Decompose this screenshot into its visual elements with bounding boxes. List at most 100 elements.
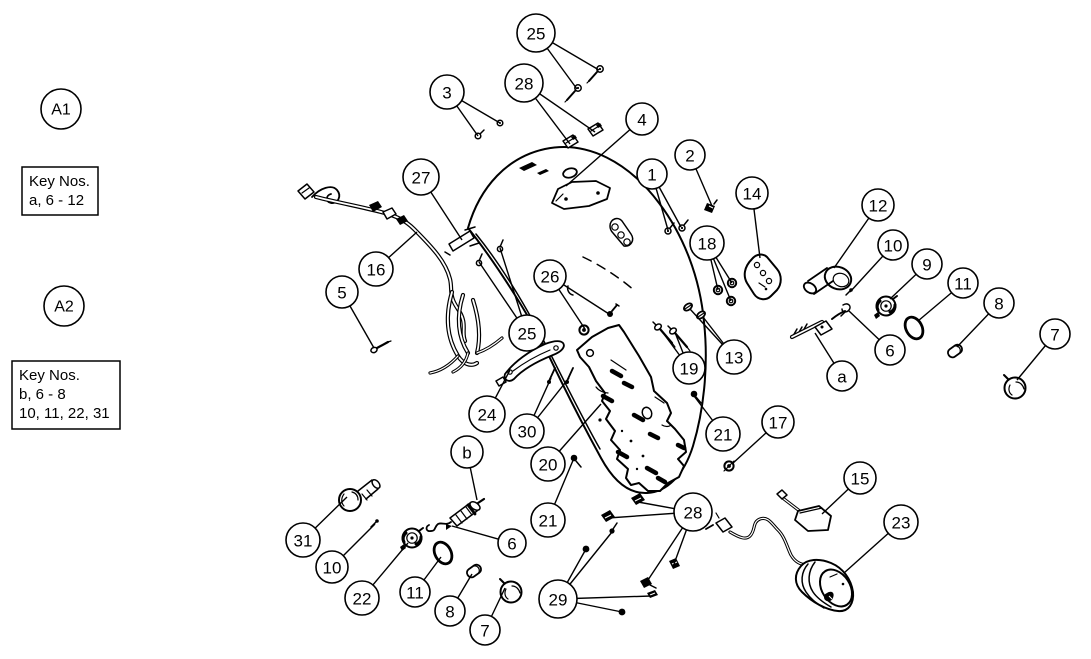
callout-circle[interactable] <box>826 360 858 392</box>
callout-1[interactable]: 1 <box>636 158 668 190</box>
callout-28[interactable]: 28 <box>673 492 713 532</box>
callout-number: 5 <box>337 284 346 303</box>
callout-14[interactable]: 14 <box>735 176 769 210</box>
callout-circle[interactable] <box>625 102 659 136</box>
callout-11[interactable]: 11 <box>399 576 431 608</box>
callout-circle[interactable] <box>674 139 706 171</box>
callout-number: 30 <box>518 423 537 442</box>
callout-10[interactable]: 10 <box>877 229 909 261</box>
callout-circle[interactable] <box>689 225 725 261</box>
callout-circle[interactable] <box>911 248 943 280</box>
callout-26[interactable]: 26 <box>533 259 567 293</box>
ref-label-circle[interactable] <box>43 285 85 327</box>
callout-circle[interactable] <box>509 413 545 449</box>
callout-a[interactable]: a <box>826 360 858 392</box>
callout-9[interactable]: 9 <box>911 248 943 280</box>
callout-24[interactable]: 24 <box>468 395 506 433</box>
callout-number: 16 <box>367 261 386 280</box>
callout-circle[interactable] <box>843 461 877 495</box>
callout-circle[interactable] <box>947 267 979 299</box>
callout-25[interactable]: 25 <box>508 314 546 352</box>
callout-22[interactable]: 22 <box>344 580 380 616</box>
callout-circle[interactable] <box>508 314 546 352</box>
callout-circle[interactable] <box>358 251 394 287</box>
callout-circle[interactable] <box>533 259 567 293</box>
callout-17[interactable]: 17 <box>761 405 795 439</box>
callout-7[interactable]: 7 <box>1039 318 1071 350</box>
callout-6[interactable]: 6 <box>874 334 906 366</box>
callout-16[interactable]: 16 <box>358 251 394 287</box>
callout-circle[interactable] <box>325 275 359 309</box>
callout-circle[interactable] <box>402 158 440 196</box>
callout-21[interactable]: 21 <box>530 502 566 538</box>
callout-20[interactable]: 20 <box>530 446 566 482</box>
callout-circle[interactable] <box>469 614 501 646</box>
callout-31[interactable]: 31 <box>285 522 321 558</box>
callout-circle[interactable] <box>672 351 706 385</box>
callout-circle[interactable] <box>883 504 919 540</box>
callout-circle[interactable] <box>399 576 431 608</box>
callout-circle[interactable] <box>874 334 906 366</box>
callout-circle[interactable] <box>450 435 484 469</box>
callout-number: 28 <box>684 504 703 523</box>
callout-number: 22 <box>353 590 372 609</box>
callout-circle[interactable] <box>285 522 321 558</box>
callout-25[interactable]: 25 <box>516 13 556 53</box>
ref-label-A2[interactable]: A2 <box>43 285 85 327</box>
callout-5[interactable]: 5 <box>325 275 359 309</box>
callout-number: 1 <box>647 166 656 185</box>
callout-11[interactable]: 11 <box>947 267 979 299</box>
callout-circle[interactable] <box>530 446 566 482</box>
callout-29[interactable]: 29 <box>538 579 578 619</box>
callout-10[interactable]: 10 <box>315 550 349 584</box>
callout-circle[interactable] <box>673 492 713 532</box>
callout-circle[interactable] <box>861 188 895 222</box>
callout-30[interactable]: 30 <box>509 413 545 449</box>
inner-fender-bracket <box>576 324 687 492</box>
callout-2[interactable]: 2 <box>674 139 706 171</box>
callout-19[interactable]: 19 <box>672 351 706 385</box>
callout-circle[interactable] <box>429 74 465 110</box>
callout-circle[interactable] <box>468 395 506 433</box>
callout-b[interactable]: b <box>450 435 484 469</box>
callout-circle[interactable] <box>877 229 909 261</box>
callout-number: 25 <box>518 325 537 344</box>
callout-circle[interactable] <box>538 579 578 619</box>
callout-circle[interactable] <box>315 550 349 584</box>
callout-circle[interactable] <box>716 339 752 375</box>
ref-label-A1[interactable]: A1 <box>40 88 82 130</box>
callout-21[interactable]: 21 <box>705 416 741 452</box>
callout-circle[interactable] <box>636 158 668 190</box>
callout-circle[interactable] <box>530 502 566 538</box>
callout-27[interactable]: 27 <box>402 158 440 196</box>
callout-circle[interactable] <box>504 63 544 103</box>
callout-15[interactable]: 15 <box>843 461 877 495</box>
callout-13[interactable]: 13 <box>716 339 752 375</box>
callout-number: 4 <box>637 111 646 130</box>
callout-7[interactable]: 7 <box>469 614 501 646</box>
callout-4[interactable]: 4 <box>625 102 659 136</box>
callout-circle[interactable] <box>434 595 466 627</box>
callout-28[interactable]: 28 <box>504 63 544 103</box>
callout-circle[interactable] <box>1039 318 1071 350</box>
callout-3[interactable]: 3 <box>429 74 465 110</box>
fender-hole <box>562 167 578 179</box>
callout-circle[interactable] <box>735 176 769 210</box>
bulb-7-right <box>1003 374 1027 400</box>
callout-circle[interactable] <box>761 405 795 439</box>
callout-circle[interactable] <box>705 416 741 452</box>
callout-circle[interactable] <box>497 528 527 558</box>
callout-8[interactable]: 8 <box>434 595 466 627</box>
callout-number: a <box>837 368 847 387</box>
callout-number: 8 <box>445 603 454 622</box>
callout-18[interactable]: 18 <box>689 225 725 261</box>
callout-circle[interactable] <box>344 580 380 616</box>
ref-label-circle[interactable] <box>40 88 82 130</box>
callout-23[interactable]: 23 <box>883 504 919 540</box>
callout-8[interactable]: 8 <box>983 287 1015 319</box>
callout-6[interactable]: 6 <box>497 528 527 558</box>
callout-circle[interactable] <box>516 13 556 53</box>
callout-number: b <box>462 444 471 463</box>
callout-12[interactable]: 12 <box>861 188 895 222</box>
callout-circle[interactable] <box>983 287 1015 319</box>
